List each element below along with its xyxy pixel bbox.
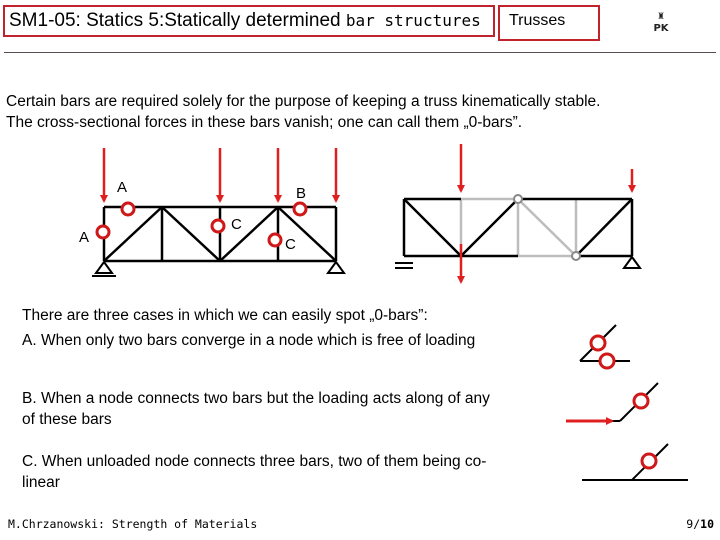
case-b-marker (632, 392, 650, 410)
intro-line-2: The cross-sectional forces in these bars… (6, 114, 523, 131)
header-divider (4, 52, 716, 53)
truss-1-loads (100, 148, 340, 203)
case-a-illustration (579, 324, 630, 370)
slide-title: SM1-05: Statics 5:Statically determined … (3, 5, 495, 37)
truss-2-supports (395, 255, 642, 269)
truss-2-loads (457, 144, 636, 284)
label-c-right: C (285, 236, 296, 253)
page-number: 9/10 (686, 517, 714, 531)
intro-text: Certain bars are required solely for the… (6, 91, 718, 133)
topic-label: Trusses (509, 12, 566, 29)
label-a-top: A (117, 179, 127, 196)
case-a-marker-2 (598, 352, 616, 370)
label-a-left: A (79, 229, 89, 246)
title-main: SM1-05: Statics 5:Statically determined (9, 10, 341, 31)
topic-badge: Trusses (498, 5, 600, 41)
truss-1-zero-bar-markers (95, 201, 308, 248)
case-c-marker (640, 452, 658, 470)
intro-line-1: Certain bars are required solely for the… (6, 93, 601, 110)
truss-1-supports (92, 260, 346, 277)
page-total: 10 (700, 517, 714, 531)
cases-intro: There are three cases in which we can ea… (22, 305, 522, 326)
case-b-text: B. When a node connects two bars but the… (22, 390, 490, 428)
university-logo: ♜ PK (649, 11, 673, 37)
label-c-left: C (231, 216, 242, 233)
case-a-text: A. When only two bars converge in a node… (22, 332, 476, 349)
footer-author: M.Chrzanowski: Strength of Materials (8, 517, 258, 531)
title-tail: bar structures (345, 11, 481, 30)
case-a-marker-1 (589, 334, 607, 352)
case-c-text: C. When unloaded node connects three bar… (22, 453, 487, 491)
cases-intro-text: There are three cases in which we can ea… (22, 307, 428, 324)
label-b: B (296, 185, 306, 202)
truss-2-hinge-markers (513, 194, 581, 261)
logo-emblem-icon: ♜ (656, 12, 666, 22)
case-b-illustration (566, 382, 659, 425)
case-c-illustration (582, 443, 688, 481)
truss-diagram-2-gray-members (459, 197, 578, 258)
page-current: 9/ (686, 517, 701, 531)
logo-text: PK (653, 23, 669, 34)
